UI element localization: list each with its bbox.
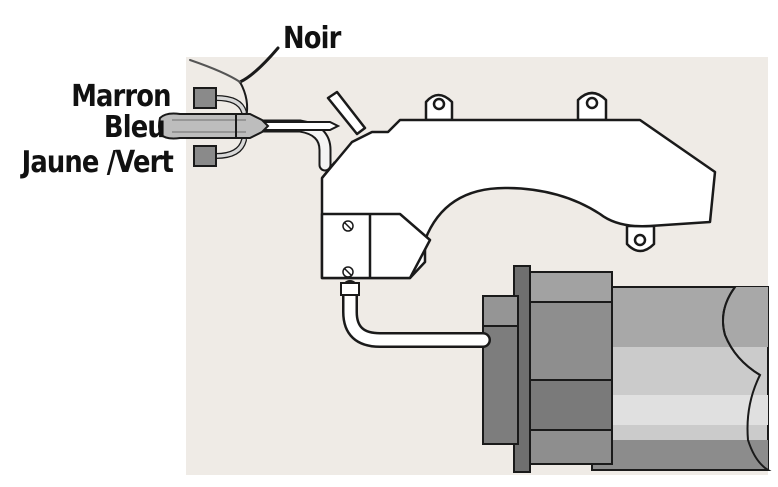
terminal-block-icon [193, 87, 217, 167]
tube [591, 286, 772, 471]
label-bleu: Bleu [104, 110, 166, 145]
label-jaune-vert: Jaune /Vert [21, 145, 174, 180]
flange [482, 265, 613, 473]
screwdriver-icon [158, 112, 341, 140]
screw-icon [342, 220, 354, 278]
fuel-pipe [340, 280, 491, 348]
label-marron: Marron [71, 79, 172, 114]
label-noir: Noir [283, 21, 341, 56]
